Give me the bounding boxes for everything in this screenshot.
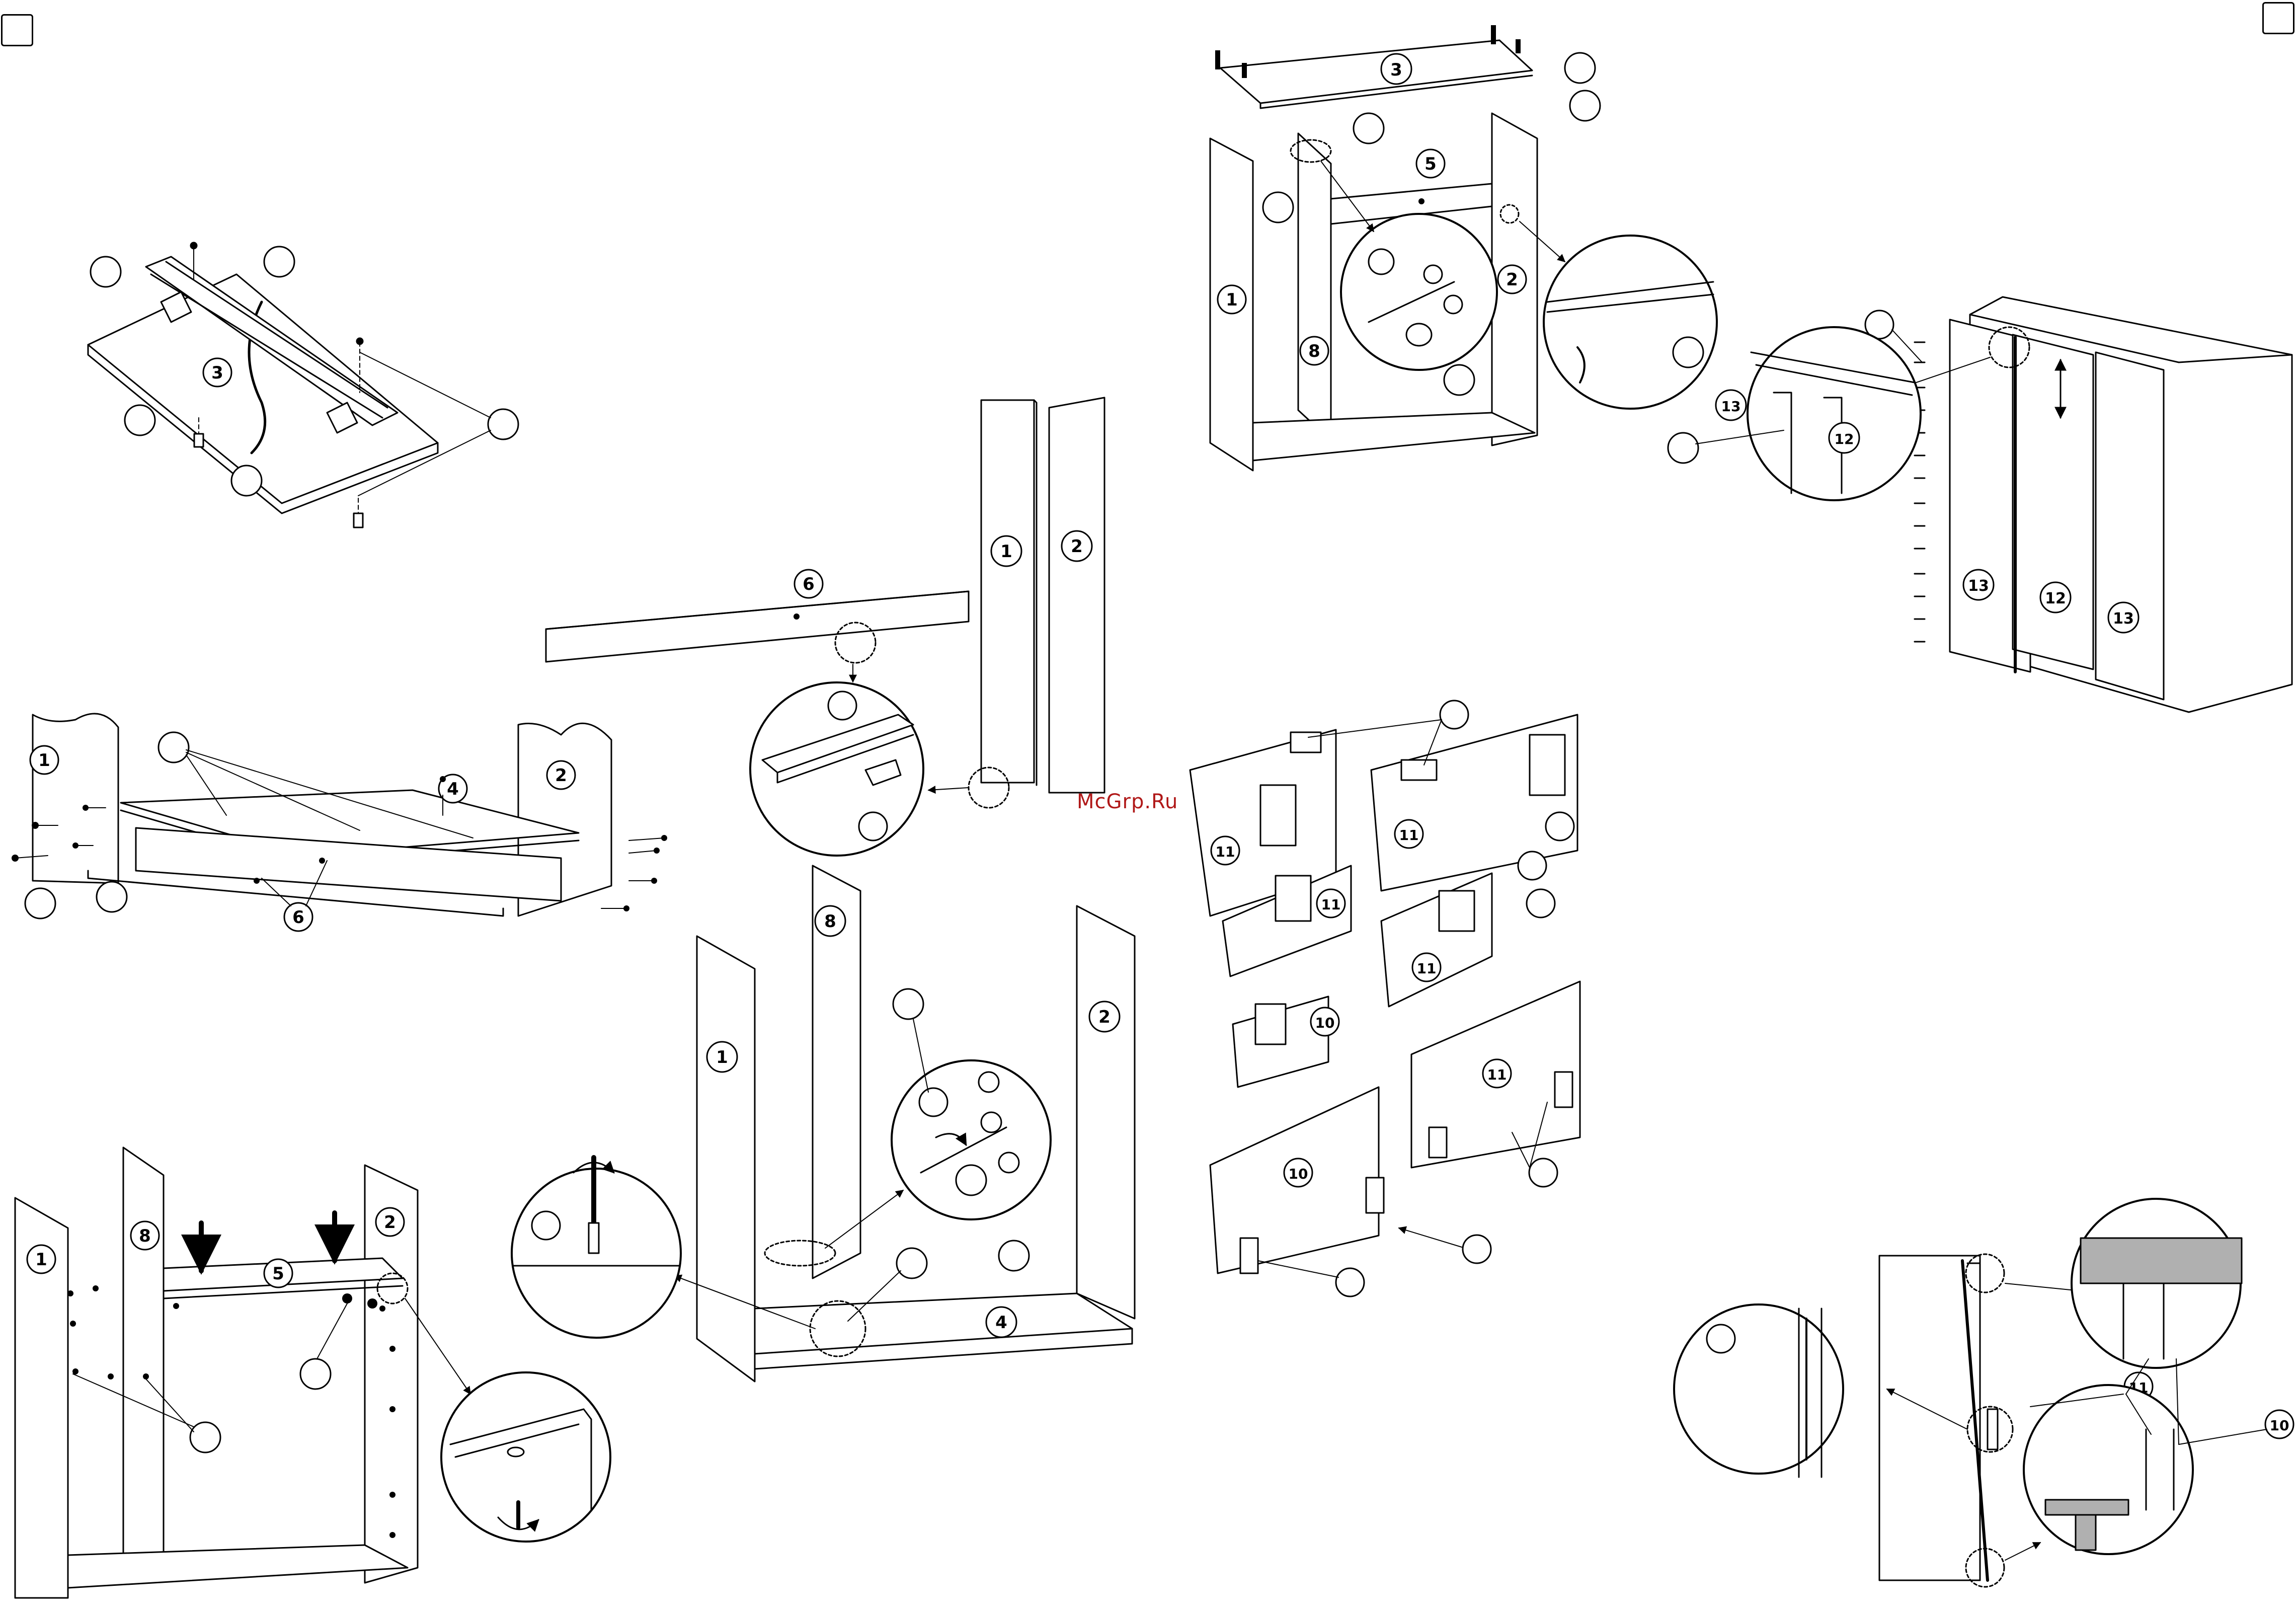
- svg-text:5: 5: [1424, 154, 1437, 174]
- svg-text:13: 13: [2113, 610, 2134, 628]
- svg-text:8: 8: [1308, 341, 1320, 361]
- svg-text:2: 2: [1098, 1007, 1111, 1027]
- svg-text:10: 10: [1289, 1166, 1308, 1182]
- svg-text:11: 11: [1487, 1066, 1507, 1083]
- cam-lock-icon: [919, 1088, 947, 1116]
- svg-text:2: 2: [384, 1212, 396, 1233]
- svg-text:8: 8: [824, 911, 836, 932]
- svg-text:11: 11: [1417, 960, 1437, 977]
- svg-text:11: 11: [1399, 827, 1419, 843]
- step-top-assembly: 3 1 2 8 5: [1210, 25, 1717, 471]
- panel-number-12: 12: [2045, 590, 2066, 607]
- step-base-frame: 1 2 4 6: [12, 714, 667, 931]
- svg-text:12: 12: [1835, 431, 1854, 447]
- panel-number-10: 10: [1315, 1015, 1335, 1031]
- step-sliding-doors: 13 12 13 13 12: [1668, 297, 2292, 712]
- svg-text:6: 6: [803, 574, 815, 594]
- svg-text:11: 11: [1321, 896, 1341, 913]
- panel-number-13: 13: [1968, 577, 1989, 595]
- hinge-icon: [1260, 785, 1296, 846]
- panel-number-5: 5: [272, 1264, 284, 1284]
- svg-text:10: 10: [2270, 1417, 2289, 1434]
- svg-text:2: 2: [1506, 270, 1518, 290]
- svg-text:2: 2: [1071, 536, 1083, 557]
- panel-number-1: 1: [38, 750, 50, 771]
- svg-text:1: 1: [35, 1250, 47, 1270]
- svg-text:1: 1: [716, 1047, 728, 1067]
- dowel-icon: [194, 434, 203, 447]
- panel-number-2: 2: [555, 765, 567, 786]
- svg-text:1: 1: [1000, 542, 1012, 562]
- panel-number-11: 11: [1216, 843, 1235, 860]
- svg-text:3: 3: [1390, 60, 1402, 80]
- handle-icon: [1988, 1409, 1998, 1449]
- step-door-fittings: 11 11 11 11 10 11 10: [1190, 701, 1580, 1296]
- step-main-carcass: 1 8 2 4: [512, 866, 1135, 1381]
- step-top-panel-with-rails: 3: [88, 243, 518, 527]
- step-handle-and-hinges: 11 10: [1674, 1199, 2293, 1587]
- svg-text:13: 13: [1721, 398, 1741, 415]
- panel-number-8: 8: [139, 1226, 151, 1246]
- dowel-icon: [589, 1223, 599, 1253]
- panel-number-3: 3: [211, 363, 223, 383]
- svg-text:4: 4: [995, 1313, 1007, 1333]
- svg-text:1: 1: [1226, 290, 1238, 310]
- step-centre-frame: 6 1 2: [546, 398, 1104, 856]
- panel-number-4: 4: [447, 779, 459, 799]
- panel-number-6: 6: [292, 907, 304, 928]
